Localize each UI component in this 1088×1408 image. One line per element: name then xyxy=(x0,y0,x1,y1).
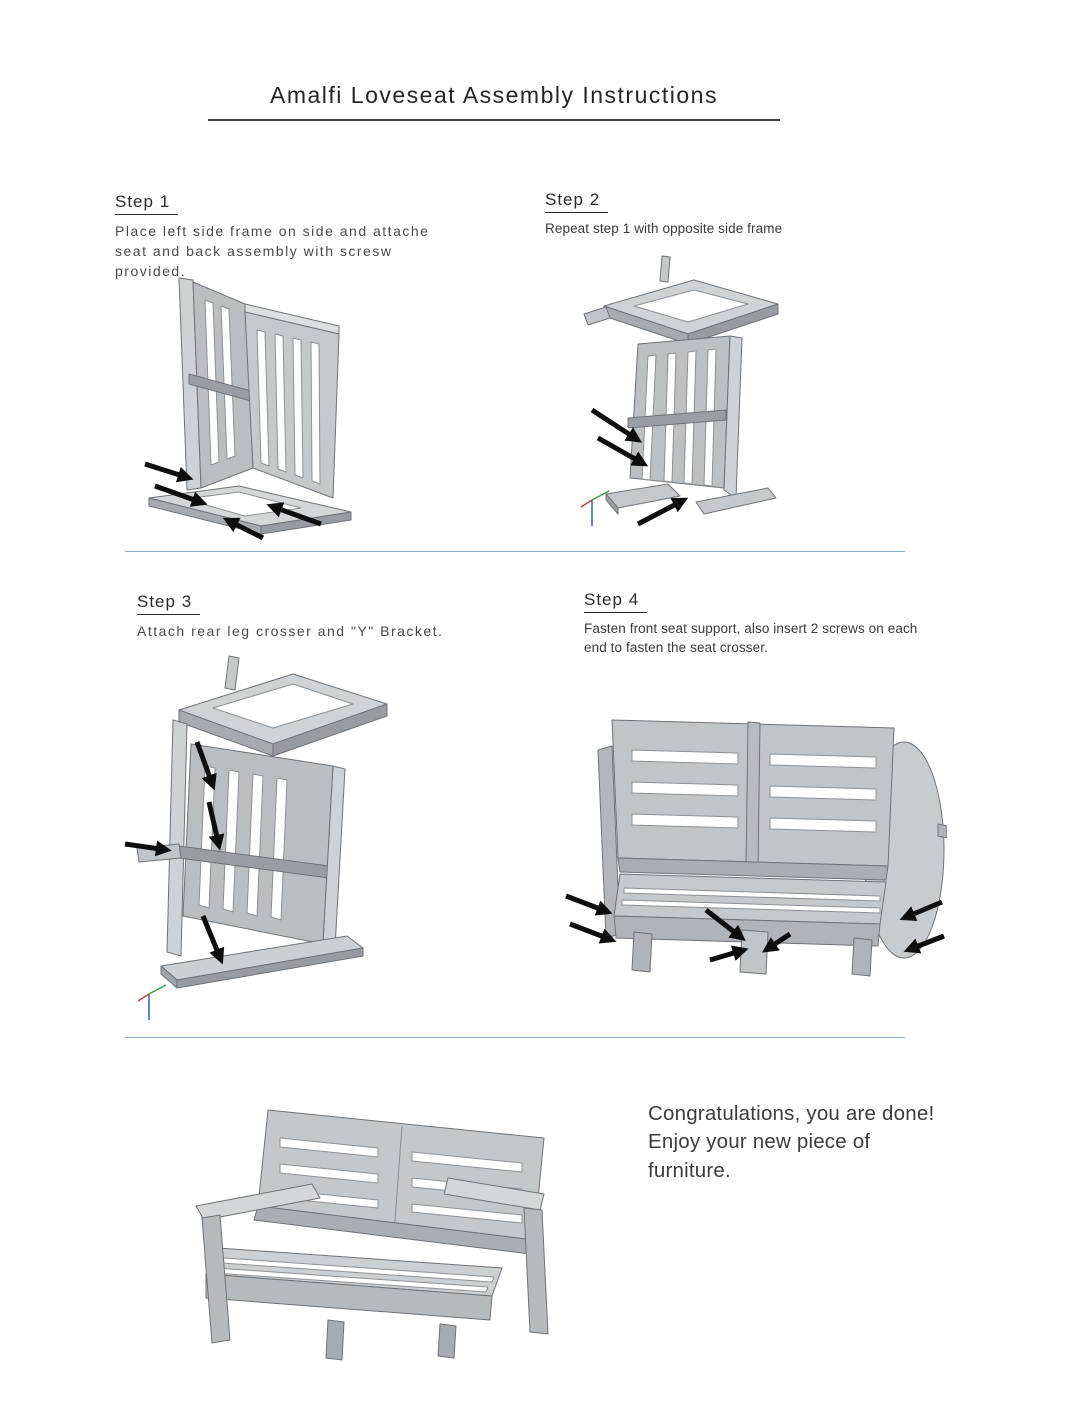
step-2-render xyxy=(580,255,779,527)
step-4-section: Step 4 Fasten front seat support, also i… xyxy=(584,590,959,657)
step-2-heading: Step 2 xyxy=(545,190,609,213)
coordinate-triad-icon xyxy=(137,984,167,1020)
step-1-render xyxy=(144,277,352,541)
furniture-parts xyxy=(195,1109,549,1361)
step-3-render xyxy=(124,655,388,1020)
completion-message: Congratulations, you are done! Enjoy you… xyxy=(648,1102,935,1182)
step-1-description: Place left side frame on side and attach… xyxy=(115,223,430,279)
step-3-heading: Step 3 xyxy=(137,592,201,615)
furniture-parts xyxy=(148,277,352,535)
section-divider-1 xyxy=(125,551,905,552)
finished-loveseat-render xyxy=(195,1109,549,1361)
coordinate-triad-icon xyxy=(580,490,610,526)
assembly-arrows xyxy=(590,407,689,527)
step-3-illustration xyxy=(123,650,395,1032)
section-divider-2 xyxy=(125,1037,905,1038)
step-1-heading: Step 1 xyxy=(115,192,179,215)
finished-loveseat-illustration xyxy=(172,1082,577,1367)
assembly-arrows xyxy=(565,893,945,963)
furniture-parts xyxy=(583,255,779,515)
furniture-parts xyxy=(136,655,388,989)
step-3-description: Attach rear leg crosser and "Y" Bracket. xyxy=(137,623,444,639)
step-4-render xyxy=(565,719,947,977)
step-4-heading: Step 4 xyxy=(584,590,648,613)
assembly-arrows xyxy=(144,461,322,541)
step-4-description: Fasten front seat support, also insert 2… xyxy=(584,621,918,655)
step-3-section: Step 3 Attach rear leg crosser and "Y" B… xyxy=(137,592,527,642)
step-1-illustration xyxy=(143,268,368,546)
title-underline-rule: Amalfi Loveseat Assembly Instructions xyxy=(208,82,780,121)
step-4-illustration xyxy=(562,698,947,1000)
furniture-parts xyxy=(597,719,947,977)
step-1-section: Step 1 Place left side frame on side and… xyxy=(115,192,505,282)
step-2-description: Repeat step 1 with opposite side frame xyxy=(545,221,783,236)
step-2-section: Step 2 Repeat step 1 with opposite side … xyxy=(545,190,885,239)
step-2-illustration xyxy=(578,252,790,550)
assembly-arrows xyxy=(124,741,225,965)
document-title: Amalfi Loveseat Assembly Instructions xyxy=(270,82,718,108)
